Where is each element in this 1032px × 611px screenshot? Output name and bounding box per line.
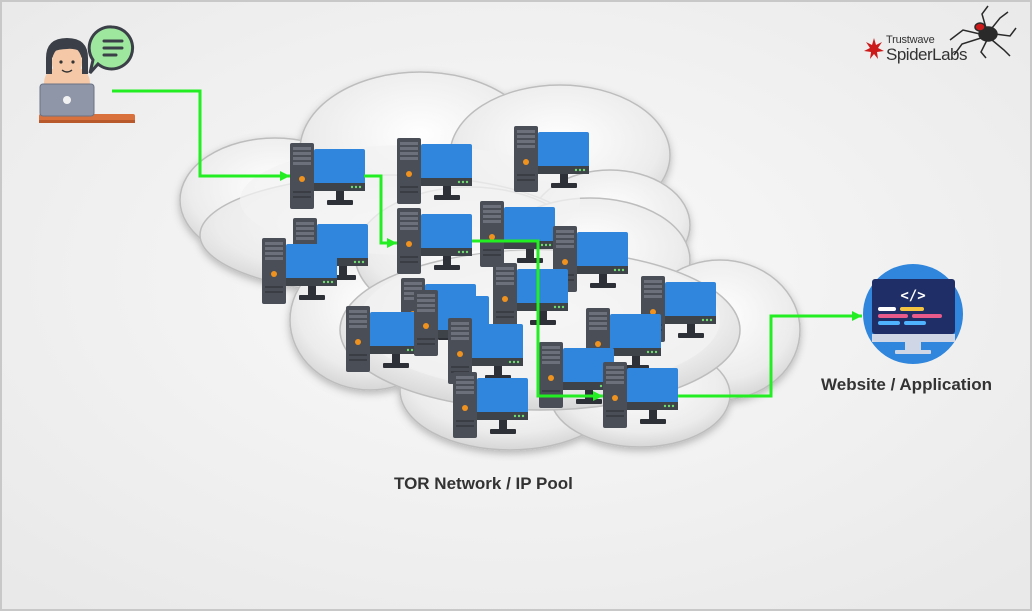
brand-line2: SpiderLabs (886, 45, 968, 64)
user-laptop-icon (39, 38, 135, 123)
route-line (472, 239, 603, 398)
chat-bubble-icon (87, 25, 135, 74)
brand-mark-icon (864, 38, 884, 59)
brand-line1: Trustwave (886, 34, 935, 46)
destination-label: Website / Application (821, 375, 992, 394)
route-line (678, 314, 862, 398)
route-line (112, 89, 290, 178)
svg-text:</>: </> (900, 288, 925, 304)
brand-logo: Trustwave SpiderLabs (866, 18, 1016, 68)
spider-icon (949, 5, 1017, 59)
code-monitor-icon: </> (863, 264, 963, 364)
network-label: TOR Network / IP Pool (394, 474, 573, 493)
